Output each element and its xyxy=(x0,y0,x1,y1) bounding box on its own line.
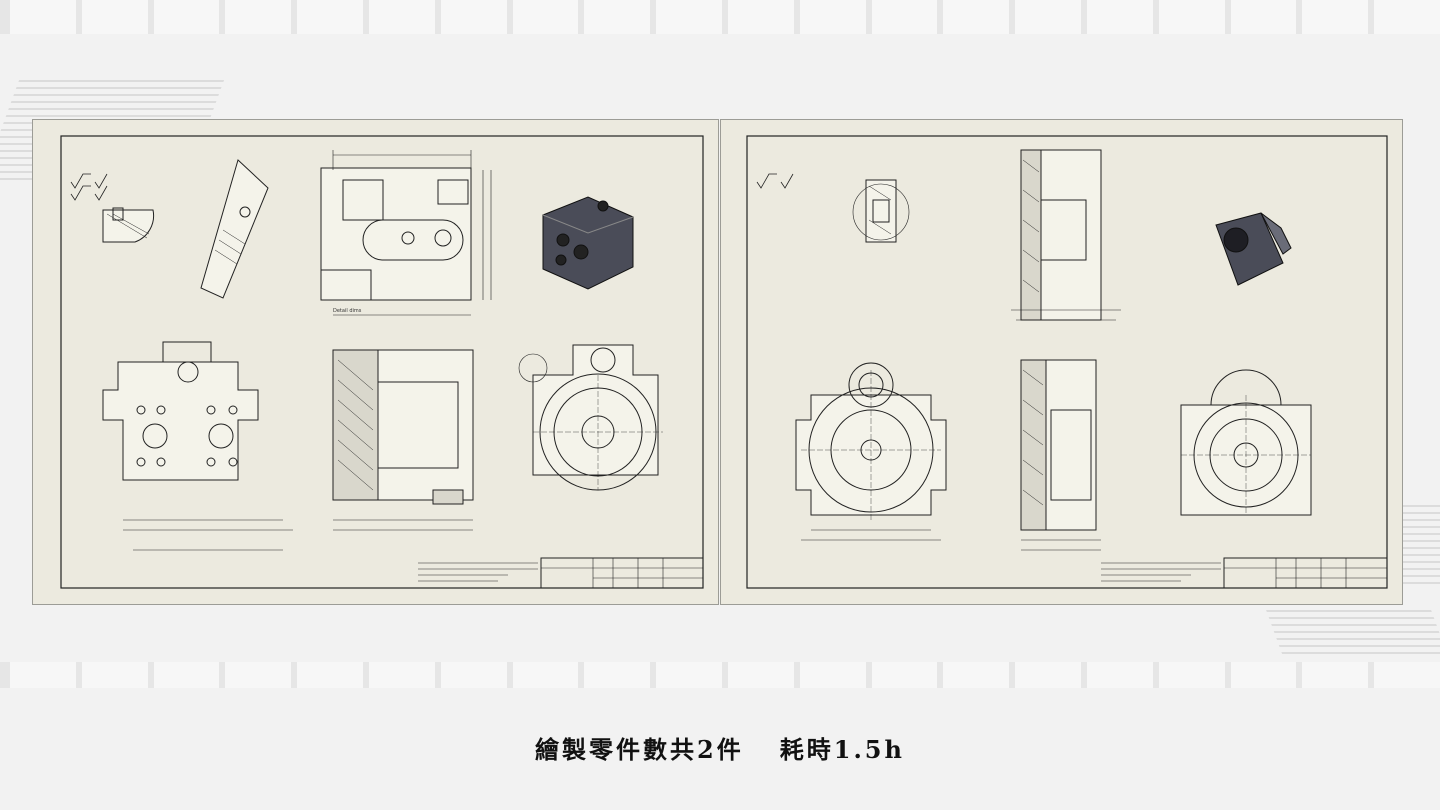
drawing-1-graphic: Detail dims xyxy=(60,135,704,589)
drawing-2-graphic xyxy=(746,135,1388,589)
drawing-sheet-1: Detail dims xyxy=(32,119,719,605)
parts-count-text: 繪製零件數共2件 xyxy=(535,735,744,764)
drawing-sheet-2 xyxy=(720,119,1403,605)
svg-text:Detail dims: Detail dims xyxy=(333,308,362,314)
decorative-stripes-right-lower xyxy=(1266,610,1440,659)
time-spent-text: 耗時1.5h xyxy=(779,735,905,764)
top-tile-band xyxy=(0,0,1440,34)
caption: 繪製零件數共2件 耗時1.5h xyxy=(0,730,1440,765)
bottom-tile-band xyxy=(0,662,1440,688)
